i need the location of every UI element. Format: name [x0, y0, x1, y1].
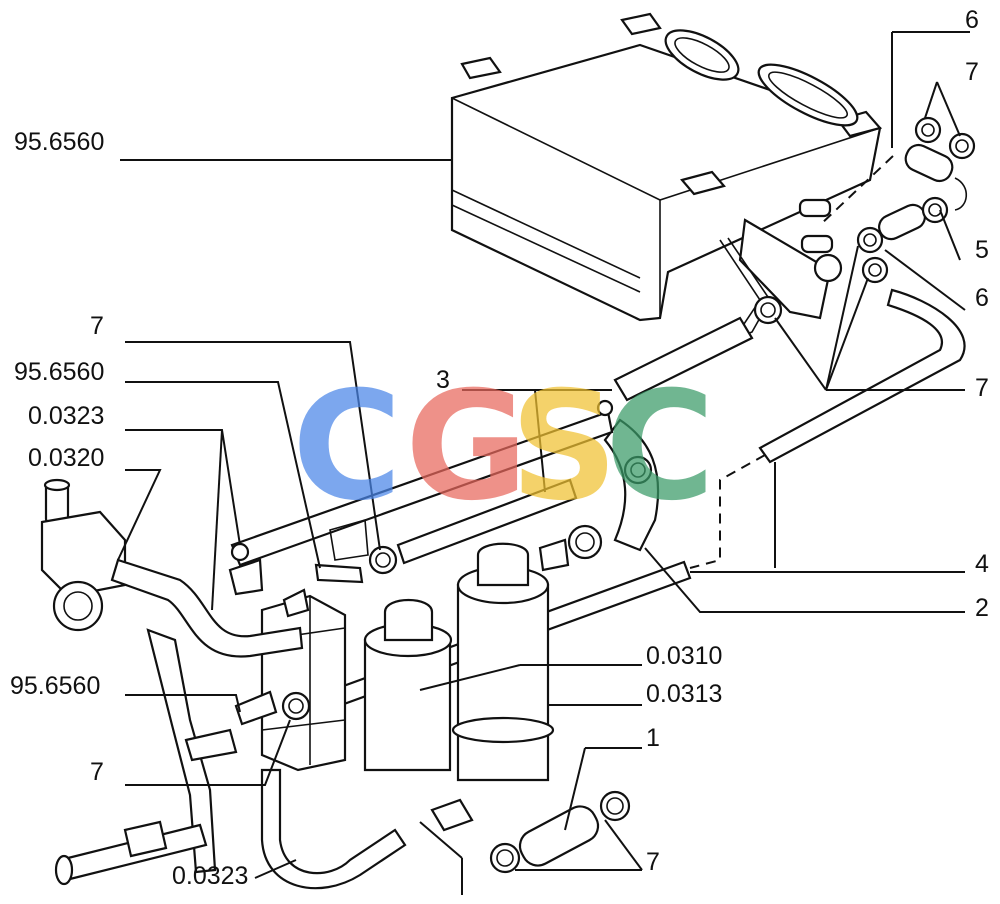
- part-labels: 95.6560 7 95.6560 0.0323 0.0320 95.6560 …: [10, 6, 989, 890]
- watermark-s: S: [510, 360, 618, 534]
- label-95-6560-mid: 95.6560: [14, 358, 104, 386]
- watermark-c2: C: [605, 360, 715, 534]
- label-7-bottom: 7: [646, 848, 660, 876]
- label-3: 3: [436, 366, 450, 394]
- watermark: C G S C: [292, 360, 715, 534]
- connection-lines: [689, 155, 894, 569]
- leader-lines: [117, 31, 970, 895]
- label-2: 2: [975, 594, 989, 622]
- bracket-rail: [184, 399, 614, 762]
- radiator-block: [260, 594, 474, 890]
- label-4: 4: [975, 550, 989, 578]
- label-7-right-mid: 7: [975, 374, 989, 402]
- label-7-right-top: 7: [965, 58, 979, 86]
- label-95-6560-low: 95.6560: [10, 672, 100, 700]
- label-0-0310: 0.0310: [646, 642, 722, 670]
- heater-box: [450, 12, 882, 347]
- label-0-0323-top: 0.0323: [28, 402, 104, 430]
- pump-assembly: [40, 478, 304, 886]
- label-7-left-top: 7: [90, 312, 104, 340]
- watermark-g: G: [405, 360, 528, 534]
- hose-clamps: [281, 116, 976, 874]
- label-7-left-low: 7: [90, 758, 104, 786]
- label-6-top: 6: [965, 6, 979, 34]
- canisters: [363, 538, 570, 782]
- label-0-0320: 0.0320: [28, 444, 104, 472]
- label-0-0313: 0.0313: [646, 680, 722, 708]
- label-1: 1: [646, 724, 660, 752]
- label-5: 5: [975, 236, 989, 264]
- label-0-0323-bottom: 0.0323: [172, 862, 248, 890]
- label-6-mid: 6: [975, 284, 989, 312]
- watermark-c1: C: [292, 360, 402, 534]
- label-95-6560-top: 95.6560: [14, 128, 104, 156]
